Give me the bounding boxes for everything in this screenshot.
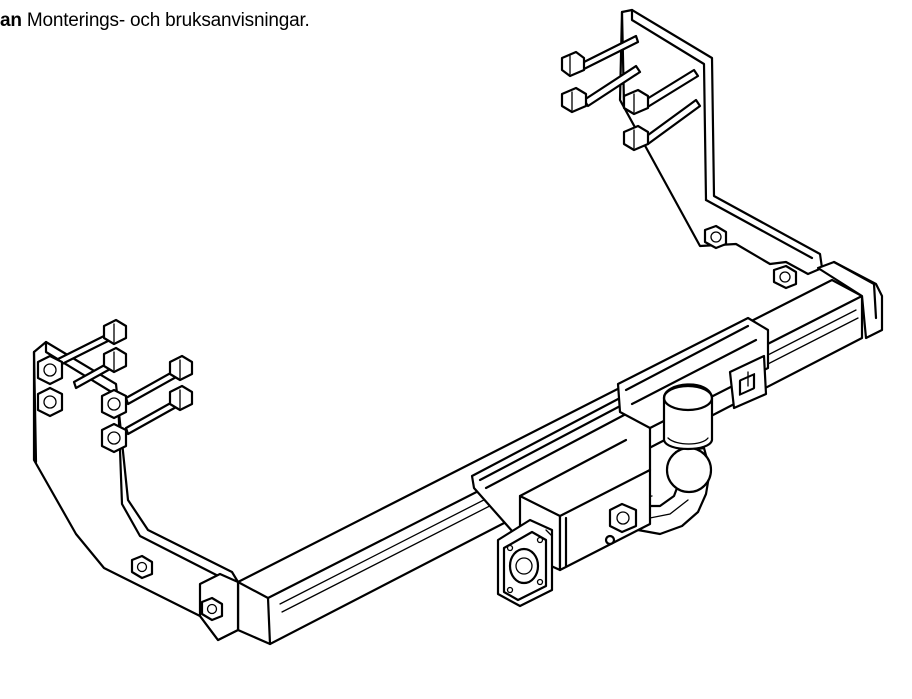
socket-plate: [496, 518, 554, 608]
bolt: [560, 34, 640, 78]
bolt: [124, 384, 194, 436]
bolt: [54, 318, 128, 368]
bolt: [560, 64, 642, 114]
heading-text: Monterings- och bruksanvisningar.: [21, 10, 310, 31]
bolt: [124, 354, 194, 406]
hex-nut: [703, 224, 728, 250]
hex-nut: [36, 354, 64, 386]
hex-nut: [100, 422, 128, 454]
heading-prefix: an: [0, 10, 22, 31]
left-bracket-bolts: [54, 318, 194, 436]
page-heading: an Monterings- och bruksanvisningar.: [0, 10, 310, 32]
hex-nut: [36, 386, 64, 418]
label-plate: [728, 354, 768, 410]
hex-nut: [200, 596, 224, 622]
left-mounting-bracket: [32, 340, 240, 642]
right-bracket-bolts: [560, 34, 702, 152]
center-saddle: [470, 316, 770, 558]
bolt: [622, 98, 702, 152]
hex-nut: [130, 554, 154, 580]
right-bracket-nuts: [703, 224, 798, 290]
bolt: [72, 346, 128, 390]
right-mounting-bracket: [618, 8, 824, 276]
bolt: [622, 68, 700, 116]
left-bracket-nuts: [36, 354, 224, 622]
hex-nut: [772, 264, 798, 290]
hex-nut: [100, 388, 128, 420]
